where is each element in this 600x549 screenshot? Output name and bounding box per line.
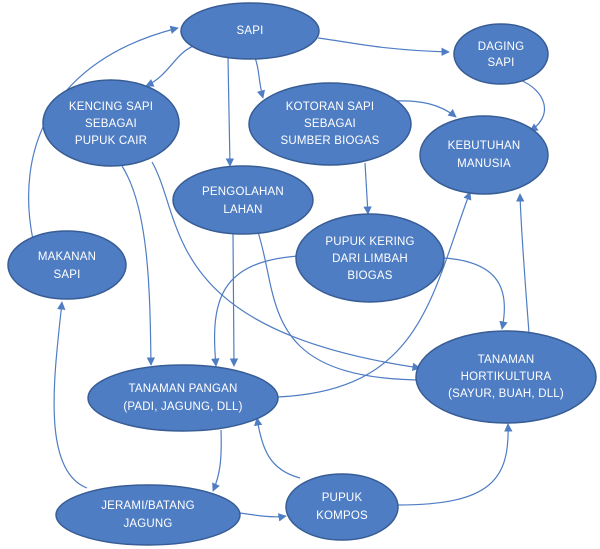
node-hortikultura: TANAMAN HORTIKULTURA (SAYUR, BUAH, DLL) — [415, 330, 597, 424]
node-pangan-label-2: (PADI, JAGUNG, DLL) — [123, 401, 242, 413]
node-kotoran-label-1: KOTORAN SAPI — [286, 101, 374, 113]
node-daging-label-2: SAPI — [487, 57, 514, 69]
edge-pengolahan-pangan — [229, 231, 239, 367]
node-sapi-label: SAPI — [236, 25, 263, 37]
edge-kompos-hortikultura — [397, 423, 513, 506]
node-kencing-label-3: PUPUK CAIR — [75, 135, 147, 147]
node-pengolahan-label-2: LAHAN — [223, 204, 262, 216]
node-kebutuhan-label-2: MANUSIA — [457, 158, 511, 170]
node-kompos: PUPUK KOMPOS — [285, 473, 399, 541]
node-kencing-label-1: KENCING SAPI — [69, 101, 153, 113]
node-hortikultura-label-1: TANAMAN — [478, 354, 535, 366]
node-kebutuhan: KEBUTUHAN MANUSIA — [419, 115, 549, 195]
node-sapi: SAPI — [180, 2, 320, 60]
edge-pupukkering-hortikultura — [443, 257, 508, 330]
node-pupukkering-label-1: PUPUK KERING — [325, 236, 414, 248]
node-makanan: MAKANAN SAPI — [7, 230, 127, 300]
node-pengolahan: PENGOLAHAN LAHAN — [172, 165, 314, 235]
node-pangan: TANAMAN PANGAN (PADI, JAGUNG, DLL) — [87, 364, 279, 432]
node-pupukkering-label-2: DARI LIMBAH — [332, 253, 408, 265]
edge-jerami-makanan — [53, 301, 88, 489]
node-hortikultura-label-2: HORTIKULTURA — [461, 371, 552, 383]
edge-pangan-jerami — [212, 429, 222, 492]
edge-daging-kebutuhan — [519, 79, 546, 132]
node-pangan-label-1: TANAMAN PANGAN — [128, 383, 237, 395]
node-kompos-label-2: KOMPOS — [316, 510, 368, 522]
node-kencing-label-2: SEBAGAI — [85, 118, 137, 130]
node-jerami: JERAMI/BATANG JAGUNG — [55, 484, 241, 546]
edge-pangan-kebutuhan — [277, 191, 472, 398]
edge-kotoran-kebutuhan — [394, 100, 457, 118]
edge-kencing-pangan — [121, 165, 156, 366]
node-kotoran-label-2: SEBAGAI — [304, 118, 356, 130]
node-kotoran: KOTORAN SAPI SEBAGAI SUMBER BIOGAS — [248, 82, 412, 166]
edges — [28, 25, 546, 522]
edge-jerami-kompos — [239, 512, 287, 522]
node-pengolahan-label-1: PENGOLAHAN — [202, 186, 284, 198]
node-jerami-label-1: JERAMI/BATANG — [101, 500, 195, 512]
node-kebutuhan-label-1: KEBUTUHAN — [448, 140, 521, 152]
node-daging: DAGING SAPI — [453, 23, 549, 85]
node-kompos-label-1: PUPUK — [322, 492, 363, 504]
node-makanan-label-2: SAPI — [53, 269, 80, 281]
node-pupukkering-label-3: BIOGAS — [347, 270, 392, 282]
node-kencing: KENCING SAPI SEBAGAI PUPUK CAIR — [42, 79, 180, 167]
edge-sapi-pengolahan — [225, 57, 235, 167]
edge-kencing-hortikultura — [151, 161, 421, 372]
node-daging-label-1: DAGING — [478, 41, 525, 53]
node-jerami-label-2: JAGUNG — [123, 518, 172, 530]
edge-pengolahan-hortikultura — [257, 231, 427, 385]
edge-kompos-pangan — [254, 417, 301, 479]
node-makanan-label-1: MAKANAN — [38, 251, 96, 263]
node-kotoran-label-3: SUMBER BIOGAS — [280, 135, 379, 147]
edge-sapi-kotoran — [253, 54, 266, 99]
edge-kotoran-pupukkering — [363, 162, 372, 215]
node-pupukkering: PUPUK KERING DARI LIMBAH BIOGAS — [295, 213, 445, 303]
edge-hortikultura-kebutuhan — [516, 193, 530, 334]
edge-sapi-kencing — [145, 44, 197, 87]
edge-sapi-daging — [317, 37, 450, 56]
node-hortikultura-label-3: (SAYUR, BUAH, DLL) — [448, 388, 564, 400]
edge-pupukkering-pangan — [211, 255, 299, 367]
